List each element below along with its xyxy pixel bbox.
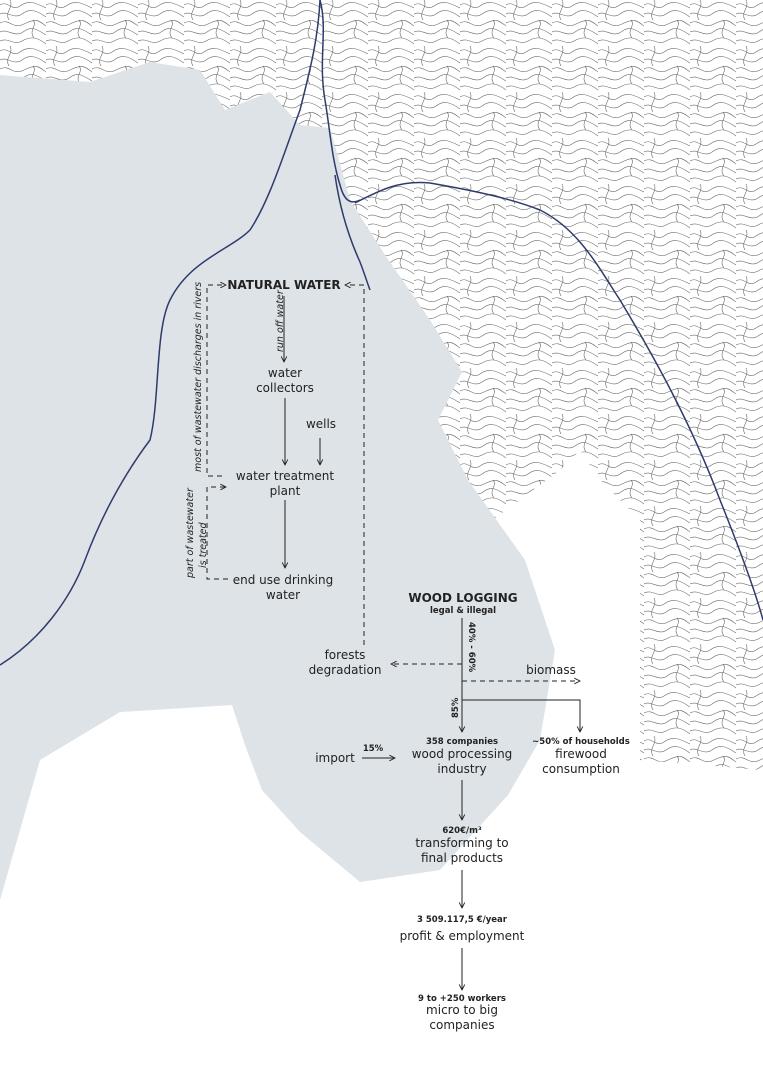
profit-label: profit & employment bbox=[399, 929, 525, 943]
wood-logging-title: WOOD LOGGING bbox=[408, 591, 518, 605]
company-size-line2: companies bbox=[429, 1018, 495, 1032]
natural-water-label: NATURAL WATER bbox=[227, 278, 341, 292]
end-use-line2: water bbox=[265, 588, 301, 602]
wood-logging-subtitle: legal & illegal bbox=[430, 606, 496, 616]
run-off-label: run off water bbox=[275, 290, 286, 352]
companies-count: 358 companies bbox=[425, 737, 499, 747]
workers-label: 9 to +250 workers bbox=[418, 994, 506, 1004]
industry-share: 85% bbox=[451, 697, 461, 718]
end-use-line1: end use drinking bbox=[232, 573, 334, 587]
company-size-line1: micro to big bbox=[426, 1003, 498, 1017]
forests-line1: forests bbox=[324, 648, 366, 662]
firewood-line2: consumption bbox=[542, 762, 620, 776]
price-label: 620€/m³ bbox=[442, 826, 482, 836]
industry-line2: industry bbox=[437, 762, 487, 776]
degradation-share: 40% - 60% bbox=[466, 622, 476, 673]
discharge-label: most of wastewater discharges in rivers bbox=[193, 281, 204, 472]
flow-arrows bbox=[206, 285, 580, 990]
industry-line1: wood processing bbox=[411, 747, 513, 761]
treated-label-1: part of wastewater bbox=[185, 488, 196, 578]
import-label: import bbox=[315, 751, 355, 765]
transform-line2: final products bbox=[420, 851, 504, 865]
rivers bbox=[0, 0, 763, 666]
households-share: ~50% of households bbox=[532, 737, 630, 747]
water-area bbox=[0, 62, 555, 900]
wells-label: wells bbox=[305, 417, 337, 431]
plant-line1: water treatment bbox=[235, 469, 335, 483]
biomass-label: biomass bbox=[526, 663, 576, 677]
left-lowland bbox=[0, 300, 170, 640]
forests-line2: degradation bbox=[308, 663, 382, 677]
firewood-line1: firewood bbox=[555, 747, 607, 761]
profit-value: 3 509.117,5 €/year bbox=[417, 915, 507, 925]
treated-label-2: is treated bbox=[198, 522, 209, 568]
import-share: 15% bbox=[362, 744, 384, 754]
collectors-line2: collectors bbox=[256, 381, 314, 395]
collectors-line1: water bbox=[267, 366, 303, 380]
transform-line1: transforming to bbox=[415, 836, 509, 850]
plant-line2: plant bbox=[269, 484, 301, 498]
